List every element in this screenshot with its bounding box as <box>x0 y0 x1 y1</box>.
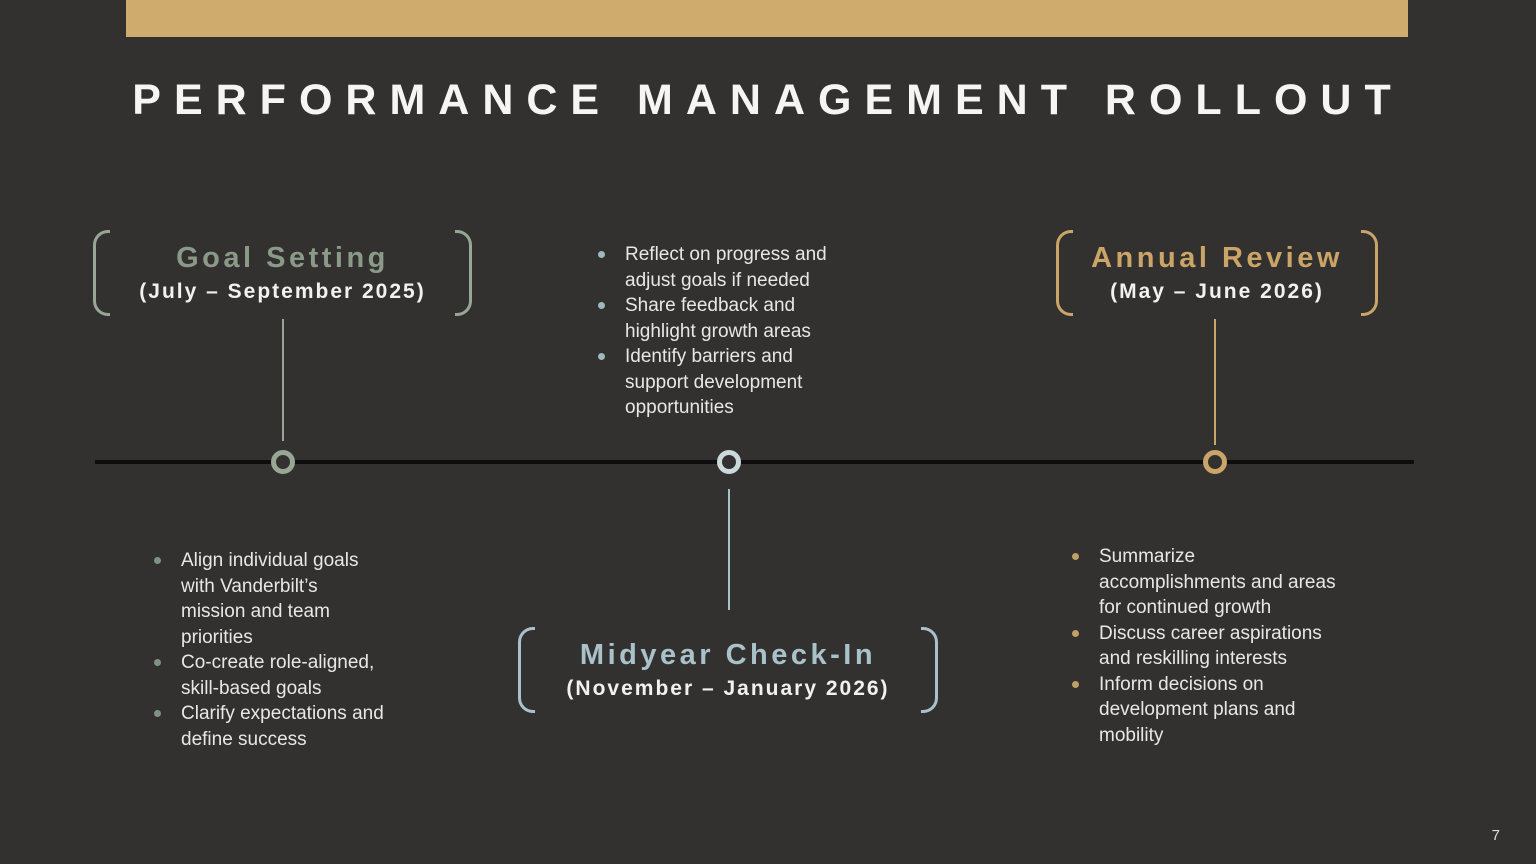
bullet-item: Align individual goals with Vanderbilt’s… <box>148 548 448 650</box>
bullet-item: Discuss career aspirations and reskillin… <box>1066 621 1386 672</box>
connector-annual-review <box>1214 319 1216 445</box>
milestone-label-annual-review: Annual Review (May – June 2026) <box>1056 230 1378 316</box>
bullet-item: Co-create role-aligned, skill-based goal… <box>148 650 448 701</box>
milestone-title: Midyear Check-In <box>579 639 877 671</box>
left-bracket-shape <box>93 230 110 316</box>
bullet-list-midyear-check-in: Reflect on progress and adjust goals if … <box>592 242 882 421</box>
page-number: 7 <box>1491 827 1500 844</box>
bullet-item: Inform decisions on development plans an… <box>1066 672 1386 749</box>
right-bracket-shape <box>455 230 472 316</box>
milestone-title: Annual Review <box>1091 242 1343 274</box>
milestone-date-range: (July – September 2025) <box>139 280 426 303</box>
bullet-item: Share feedback and highlight growth area… <box>592 293 882 344</box>
timeline-node-annual-review <box>1203 450 1227 474</box>
bullet-item: Clarify expectations and define success <box>148 701 448 752</box>
bullet-item: Summarize accomplishments and areas for … <box>1066 544 1386 621</box>
right-bracket-shape <box>921 627 938 713</box>
bullet-item: Identify barriers and support developmen… <box>592 344 882 421</box>
connector-midyear-check-in <box>728 489 730 610</box>
timeline-line <box>95 460 1414 464</box>
bullet-list-goal-setting: Align individual goals with Vanderbilt’s… <box>148 548 448 752</box>
bullet-list-annual-review: Summarize accomplishments and areas for … <box>1066 544 1386 748</box>
slide-title: PERFORMANCE MANAGEMENT ROLLOUT <box>132 76 1404 124</box>
milestone-label-midyear-check-in: Midyear Check-In (November – January 202… <box>518 627 938 713</box>
milestone-date-range: (May – June 2026) <box>1110 280 1324 303</box>
right-bracket-shape <box>1361 230 1378 316</box>
top-accent-bar <box>126 0 1408 37</box>
left-bracket-shape <box>1056 230 1073 316</box>
milestone-title: Goal Setting <box>176 242 389 274</box>
bullet-item: Reflect on progress and adjust goals if … <box>592 242 882 293</box>
milestone-label-goal-setting: Goal Setting (July – September 2025) <box>93 230 472 316</box>
connector-goal-setting <box>282 319 284 441</box>
left-bracket-shape <box>518 627 535 713</box>
timeline-node-goal-setting <box>271 450 295 474</box>
milestone-date-range: (November – January 2026) <box>566 677 890 700</box>
timeline-node-midyear-check-in <box>717 450 741 474</box>
